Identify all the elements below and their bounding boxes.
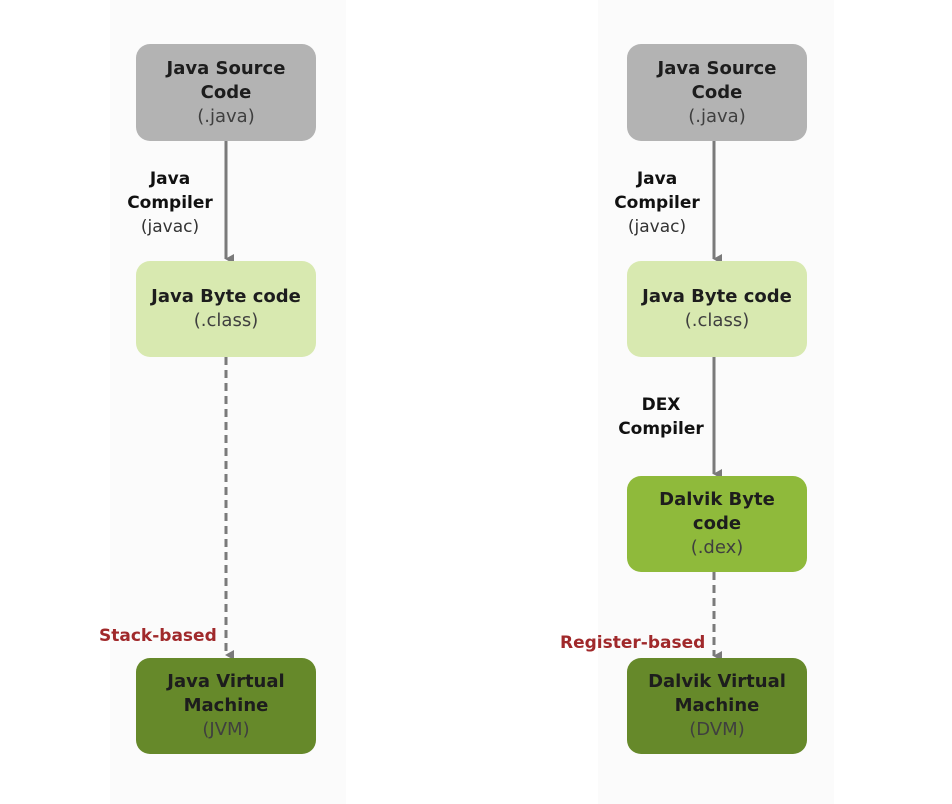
dvm-bytecode-node: Java Byte code (.class) [627, 261, 807, 357]
dalvik-bytecode-title: Dalvik Byte code [659, 489, 775, 534]
jvm-source-node: Java Source Code (.java) [136, 44, 316, 141]
dvm-source-title: Java Source Code [657, 57, 777, 103]
jvm-compiler-line2: Compiler [127, 193, 213, 213]
jvm-compiler-label: Java Compiler (javac) [118, 167, 222, 239]
dalvik-bytecode-ext: (.dex) [690, 537, 744, 558]
jvm-vm-type-label: Stack-based [99, 626, 217, 646]
dvm-compiler-line1: Java [636, 169, 678, 189]
jvm-compiler-line1: Java [149, 169, 191, 189]
jvm-source-title: Java Source Code [166, 57, 286, 103]
jvm-bytecode-title: Java Byte code [151, 286, 301, 307]
dvm-compiler-line3: (javac) [627, 217, 687, 237]
jvm-vm-title: Java Virtual Machine [167, 671, 285, 716]
dvm-vm-ext: (DVM) [689, 719, 745, 740]
jvm-compiler-line3: (javac) [140, 217, 200, 237]
dex-compiler-label: DEX Compiler [612, 393, 710, 441]
dvm-vm-type-label: Register-based [560, 633, 706, 653]
dex-compiler-line2: Compiler [618, 419, 704, 439]
jvm-vm-ext: (JVM) [202, 719, 250, 740]
jvm-bytecode-ext: (.class) [193, 310, 259, 331]
dalvik-bytecode-node: Dalvik Byte code (.dex) [627, 476, 807, 572]
dvm-vm-node: Dalvik Virtual Machine (DVM) [627, 658, 807, 754]
dvm-vm-title: Dalvik Virtual Machine [648, 671, 786, 716]
dvm-source-node: Java Source Code (.java) [627, 44, 807, 141]
dvm-compiler-label: Java Compiler (javac) [604, 167, 710, 239]
jvm-source-ext: (.java) [197, 105, 255, 127]
jvm-bytecode-node: Java Byte code (.class) [136, 261, 316, 357]
dvm-bytecode-title: Java Byte code [642, 286, 792, 307]
dex-compiler-line1: DEX [641, 395, 681, 415]
dvm-compiler-line2: Compiler [614, 193, 700, 213]
jvm-vm-node: Java Virtual Machine (JVM) [136, 658, 316, 754]
dvm-source-ext: (.java) [688, 105, 746, 127]
dvm-bytecode-ext: (.class) [684, 310, 750, 331]
